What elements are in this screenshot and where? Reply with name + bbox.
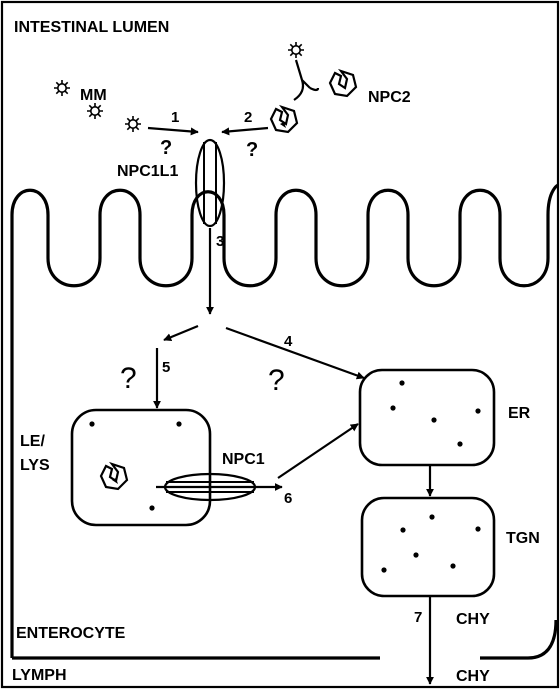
npc1l1-transporter-icon — [196, 140, 224, 226]
pathway-3-label: 3 — [216, 233, 224, 250]
pathway-6-arrow — [278, 424, 358, 478]
le-lys-compartment — [72, 410, 210, 525]
sterol-dot — [399, 380, 404, 385]
tgn-label: TGN — [506, 530, 540, 547]
pathway-2-arrow — [222, 128, 268, 132]
sterol-dot — [429, 514, 434, 519]
sterol-dot — [431, 417, 436, 422]
sterol-dot — [413, 552, 418, 557]
er-compartment — [360, 370, 494, 465]
npc1l1-label: NPC1L1 — [117, 163, 178, 180]
pathway-7-label: 7 — [414, 609, 422, 626]
mm-label: MM — [80, 87, 107, 104]
npc2-protein-icon — [101, 464, 127, 489]
pathway-2-label: 2 — [244, 109, 252, 126]
sterol-molecule-icon — [54, 80, 70, 96]
npc1-label: NPC1 — [222, 451, 265, 468]
sterol-dot — [89, 421, 94, 426]
npc2-label: NPC2 — [368, 89, 411, 106]
pathway-6-label: 6 — [284, 490, 292, 507]
pathway-5-label: 5 — [162, 359, 170, 376]
basolateral-membrane-right — [480, 620, 556, 658]
enterocyte-label: ENTEROCYTE — [16, 625, 126, 642]
sterol-molecule-icon — [125, 116, 141, 132]
sterol-dot — [149, 505, 154, 510]
chylomicron-cell-label: CHY — [456, 611, 490, 628]
sterol-dot — [457, 441, 462, 446]
le-lys-label-line1: LE/ — [20, 433, 45, 450]
sterol-dot — [450, 563, 455, 568]
sterol-dot — [176, 421, 181, 426]
sterol-dot — [390, 405, 395, 410]
apical-membrane — [12, 185, 558, 286]
le-lys-label-line2: LYS — [20, 457, 50, 474]
sterol-molecule-icon — [288, 42, 304, 58]
er-label: ER — [508, 405, 531, 422]
sterol-dot — [400, 527, 405, 532]
npc2-binding-lines — [294, 60, 318, 100]
sterol-dot — [475, 526, 480, 531]
pathway-4-arrow — [226, 328, 364, 378]
sterol-dot — [475, 408, 480, 413]
npc2-protein-icon — [271, 107, 297, 132]
pathway-1-label: 1 — [171, 109, 179, 126]
npc2-protein-icon — [330, 71, 356, 96]
pathway-4-label: 4 — [284, 333, 293, 350]
branch-arrow-left — [164, 326, 198, 340]
pathway-2-unknown: ? — [246, 139, 258, 161]
pathway-1-unknown: ? — [160, 137, 172, 159]
tgn-compartment — [362, 498, 494, 596]
chylomicron-lymph-label: CHY — [456, 668, 490, 685]
pathway-4-unknown: ? — [268, 364, 285, 397]
sterol-molecule-icon — [87, 103, 103, 119]
sterol-dot — [381, 567, 386, 572]
pathway-5-unknown: ? — [120, 362, 137, 395]
lumen-label: INTESTINAL LUMEN — [14, 19, 169, 36]
lymph-label: LYMPH — [12, 667, 67, 684]
pathway-1-arrow — [148, 128, 198, 132]
